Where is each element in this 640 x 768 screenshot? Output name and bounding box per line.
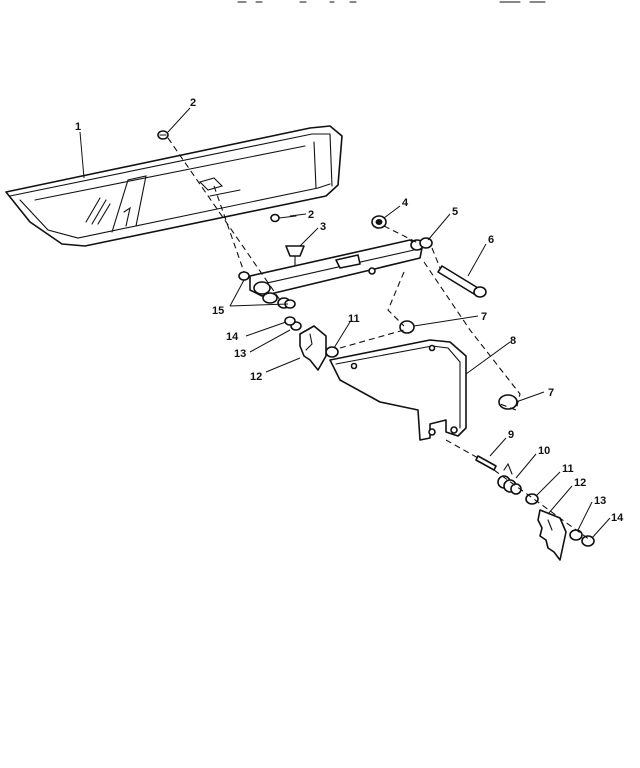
callout-7-lower: 7 [548,387,554,399]
callout-4: 4 [402,197,409,209]
bolt [437,265,487,298]
leader-lines [79,107,611,539]
callout-7-upper: 7 [481,311,487,323]
washer-left [325,346,339,358]
spreader-bracket [329,339,467,441]
callout-12-right: 12 [574,477,586,489]
callout-8: 8 [510,335,516,347]
callout-labels: 1 2 2 3 4 5 6 7 7 8 9 10 11 12 13 14 11 … [75,97,624,524]
screw-top [157,130,169,140]
callout-15: 15 [212,305,224,317]
spacer-lower [498,394,518,410]
washer-right [525,493,539,505]
callout-13-right: 13 [594,495,606,507]
callout-6: 6 [488,234,494,246]
callout-9: 9 [508,429,514,441]
callout-2-top: 2 [190,97,196,109]
callout-11-left: 11 [348,313,360,325]
callout-13-left: 13 [234,348,246,360]
callout-5: 5 [452,206,458,218]
screw-small-a [238,271,250,281]
blade-guard-cover [5,125,343,247]
pawl-right [537,509,567,561]
nut [371,215,387,229]
callout-11-right: 11 [562,463,574,475]
spacer [419,237,433,249]
callout-3: 3 [320,221,326,233]
callout-1: 1 [75,121,81,133]
pawl-left [299,325,327,371]
lock-nut-left [284,316,296,326]
spring [497,462,522,495]
guard-support-arm [249,239,424,309]
callout-14-left: 14 [226,331,239,343]
callout-10: 10 [538,445,550,457]
screw-mid [270,213,297,223]
callout-12-left: 12 [250,371,262,383]
spacer-upper [399,320,415,334]
callout-14-right: 14 [611,512,624,524]
assembly-lines [167,137,591,541]
pin [475,455,497,471]
callout-2-mid: 2 [308,209,314,221]
lock-nut-right [581,535,595,547]
flat-washer-right [569,529,583,541]
